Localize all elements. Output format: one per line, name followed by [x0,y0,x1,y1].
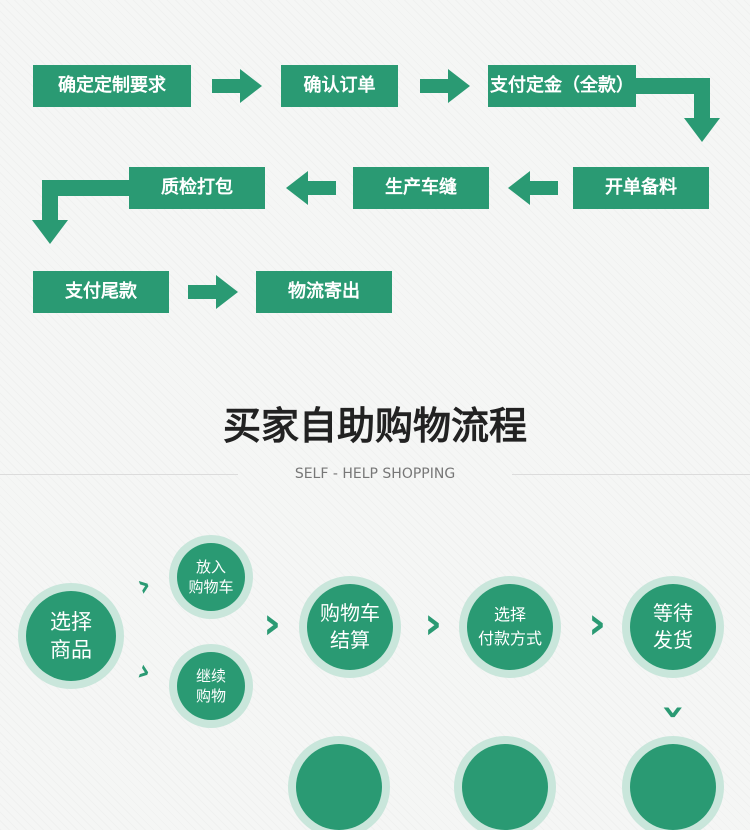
node-line: 选择 [493,605,526,624]
chevron-down-icon: › [651,703,698,721]
arrow-bend-down-icon [30,167,130,247]
chevron-right-icon: › [424,598,443,649]
step-prepare-materials: 开单备料 [573,167,709,209]
node-line: 等待 [653,601,693,625]
chevron-right-icon: › [132,566,156,605]
divider-left [0,474,238,475]
node-continue-shopping: 继续购物 [177,652,245,720]
section-subtitle: SELF - HELP SHOPPING [294,466,456,482]
section-title: 买家自助购物流程 [222,404,527,448]
node-line: 选择 [50,610,92,634]
node-next-row [296,744,382,830]
step-quality-packing: 质检打包 [129,167,265,209]
step-confirm-order: 确认订单 [281,65,398,107]
arrow-right-icon [420,69,470,103]
arrow-right-icon [188,275,238,309]
node-line: 放入 [195,558,226,576]
node-await-shipping: 等待发货 [630,584,716,670]
divider-right [512,474,750,475]
node-add-to-cart: 放入购物车 [177,543,245,611]
step-confirm-requirements: 确定定制要求 [33,65,191,107]
node-line: 继续 [195,667,226,685]
node-line: 购物 [195,687,226,705]
node-line: 商品 [50,638,92,662]
node-line: 发货 [653,628,693,652]
node-cart-checkout: 购物车结算 [307,584,393,670]
arrow-left-icon [508,171,558,205]
chevron-right-icon: › [588,598,607,649]
chevron-right-icon: › [132,652,157,691]
chevron-right-icon: › [263,598,282,649]
node-payment-method: 选择付款方式 [467,584,553,670]
node-select-goods: 选择商品 [26,591,116,681]
node-line: 购物车 [188,578,234,596]
step-pay-deposit: 支付定金（全款） [488,65,636,107]
step-production-sewing: 生产车缝 [353,167,489,209]
node-next-row [462,744,548,830]
arrow-bend-down-icon [636,65,720,145]
node-next-row [630,744,716,830]
node-line: 结算 [330,628,370,652]
arrow-right-icon [212,69,262,103]
arrow-left-icon [286,171,336,205]
step-pay-balance: 支付尾款 [33,271,169,313]
node-line: 付款方式 [477,629,542,648]
node-line: 购物车 [320,601,380,625]
step-shipping: 物流寄出 [256,271,392,313]
